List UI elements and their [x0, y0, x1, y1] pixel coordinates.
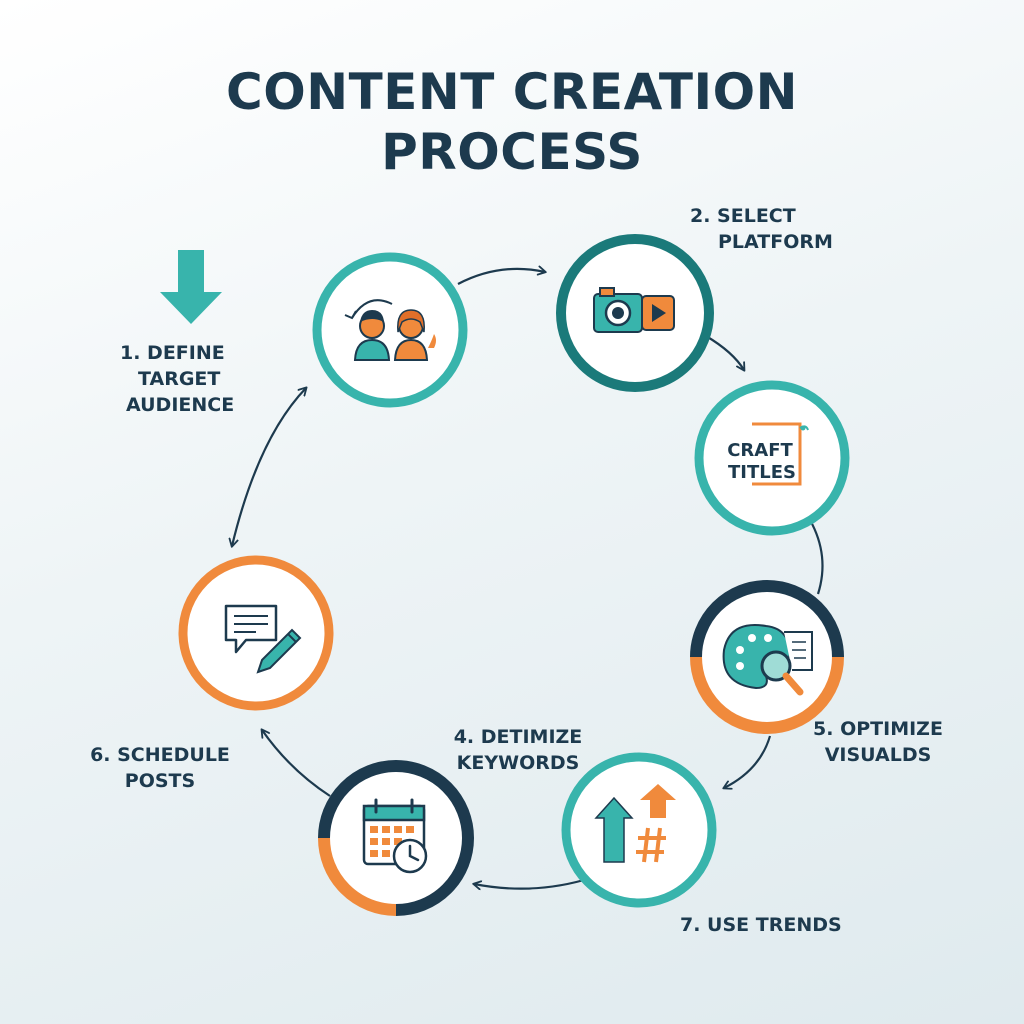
label-platform-line-2: PLATFORM: [718, 231, 833, 253]
label-use-trends: 7. USE TRENDS: [680, 912, 842, 938]
label-platform-line-1: 2. SELECT: [690, 205, 796, 227]
page-title: CONTENT CREATION PROCESS: [0, 62, 1024, 182]
node-schedule: [318, 760, 474, 916]
node-trends: [561, 752, 717, 908]
label-detimize-keywords: 4. DETIMIZE KEYWORDS: [438, 724, 598, 776]
label-audience-line-3: AUDIENCE: [126, 394, 235, 416]
connector-trends-schedule: [474, 878, 585, 889]
connector-posts-audience: [232, 388, 306, 546]
node-posts: [178, 555, 334, 711]
connector-platform-titles: [705, 335, 744, 370]
connector-audience-platform: [457, 269, 545, 285]
label-keywords-line-2: KEYWORDS: [456, 752, 580, 774]
label-keywords-line-1: 4. DETIMIZE: [453, 726, 583, 748]
down-arrow-icon: [160, 250, 222, 324]
chat-pencil-icon: [224, 604, 302, 674]
connectors: [232, 269, 824, 889]
connector-schedule-posts: [262, 730, 331, 797]
node-visuals: [690, 580, 844, 734]
label-posts-line-2: POSTS: [124, 770, 196, 792]
label-schedule-posts: 6. SCHEDULE POSTS: [80, 742, 240, 794]
label-optimize-visuals: 5. OPTIMIZE VISUALDS: [808, 716, 948, 768]
title-line-2: PROCESS: [381, 123, 643, 181]
node-platform: [556, 234, 714, 392]
palette-search-icon: [722, 624, 813, 696]
node-audience: [312, 252, 468, 408]
craft-titles-icon: CRAFT TITLES: [727, 422, 809, 486]
craft-titles-line-2: TITLES: [728, 462, 796, 483]
label-visuals-line-1: 5. OPTIMIZE: [813, 718, 943, 740]
title-line-1: CONTENT CREATION: [226, 63, 798, 121]
label-audience-line-1: 1. DEFINE: [120, 342, 225, 364]
label-select-platform: 2. SELECT PLATFORM: [690, 203, 833, 255]
label-visuals-line-2: VISUALDS: [824, 744, 932, 766]
label-audience-line-2: TARGET: [138, 368, 221, 390]
node-titles: CRAFT TITLES: [694, 380, 850, 536]
label-posts-line-1: 6. SCHEDULE: [90, 744, 230, 766]
label-define-target-audience: 1. DEFINE TARGET AUDIENCE: [120, 340, 234, 418]
calendar-clock-icon: [362, 798, 428, 874]
label-trends-line-1: 7. USE TRENDS: [680, 914, 842, 936]
craft-titles-line-1: CRAFT: [727, 440, 793, 461]
connector-visuals-trends: [724, 735, 772, 788]
camera-video-icon: [593, 287, 675, 333]
trend-hashtag-icon: [594, 784, 676, 863]
connector-titles-visuals: [809, 519, 824, 595]
audience-icon: [344, 299, 436, 361]
